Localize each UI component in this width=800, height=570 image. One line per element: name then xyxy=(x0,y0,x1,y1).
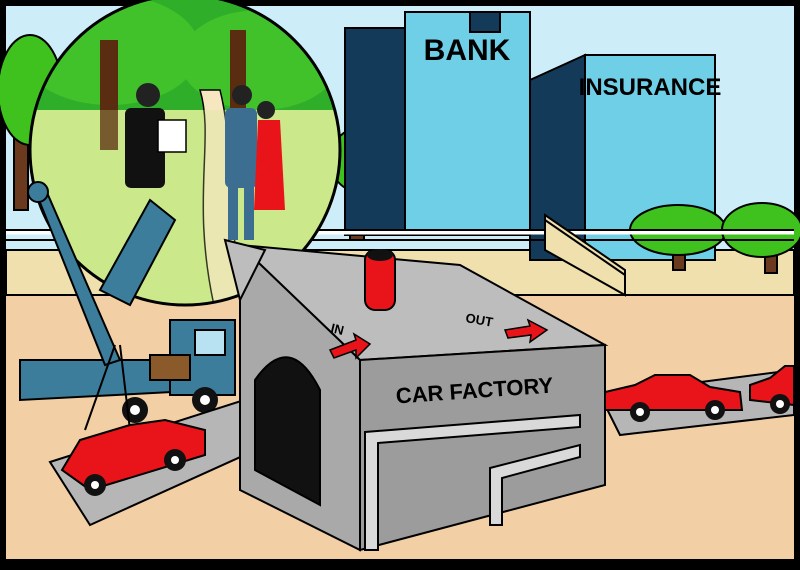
stairs xyxy=(544,213,626,297)
new-car-1 xyxy=(604,374,744,422)
bank-building: BANK xyxy=(344,11,531,236)
businessman-figure xyxy=(125,83,187,188)
crane-arm xyxy=(27,181,177,367)
new-car-2 xyxy=(749,365,795,414)
in-label: IN xyxy=(329,320,345,338)
car-factory: CAR FACTORY IN OUT xyxy=(223,238,609,552)
park-vignette xyxy=(28,0,342,307)
in-arrow-icon xyxy=(328,332,372,360)
out-arrow-icon xyxy=(503,318,549,344)
bank-label: BANK xyxy=(424,34,511,67)
factory-pipes xyxy=(364,413,581,551)
couple-figure xyxy=(225,85,285,240)
tow-truck xyxy=(19,319,236,423)
insurance-label: INSURANCE xyxy=(579,74,722,101)
wrecked-car xyxy=(60,344,206,496)
out-label: OUT xyxy=(464,310,494,330)
